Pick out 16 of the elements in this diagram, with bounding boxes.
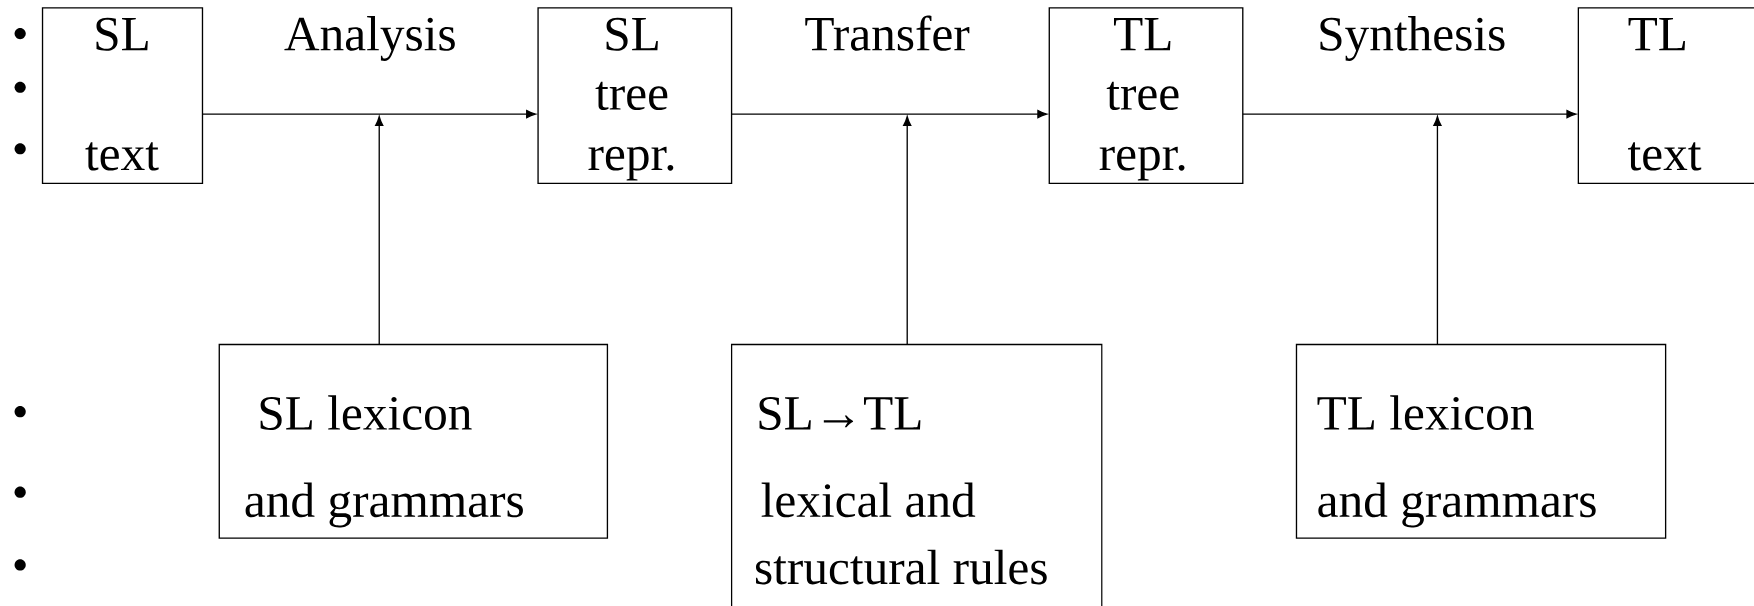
box: TL tree repr. — [1048, 7, 1244, 185]
arrow — [1433, 116, 1442, 346]
box: TL text — [1577, 7, 1754, 185]
arrow — [1242, 109, 1577, 119]
edge-label: Analysis — [284, 16, 455, 61]
box: SL lexicon and grammars — [218, 343, 609, 539]
edge-label: Synthesis — [1320, 16, 1505, 61]
edge-label: Transfer — [805, 15, 970, 51]
arrow — [903, 116, 912, 346]
box: SL tree repr. — [537, 7, 733, 185]
arrow — [375, 116, 384, 346]
box: SL text — [41, 7, 204, 185]
arrow — [730, 109, 1048, 119]
box: TL lexicon and grammars — [1295, 343, 1667, 539]
box: SL→TL lexical and structural rules — [730, 343, 1103, 606]
arrow — [201, 109, 537, 119]
